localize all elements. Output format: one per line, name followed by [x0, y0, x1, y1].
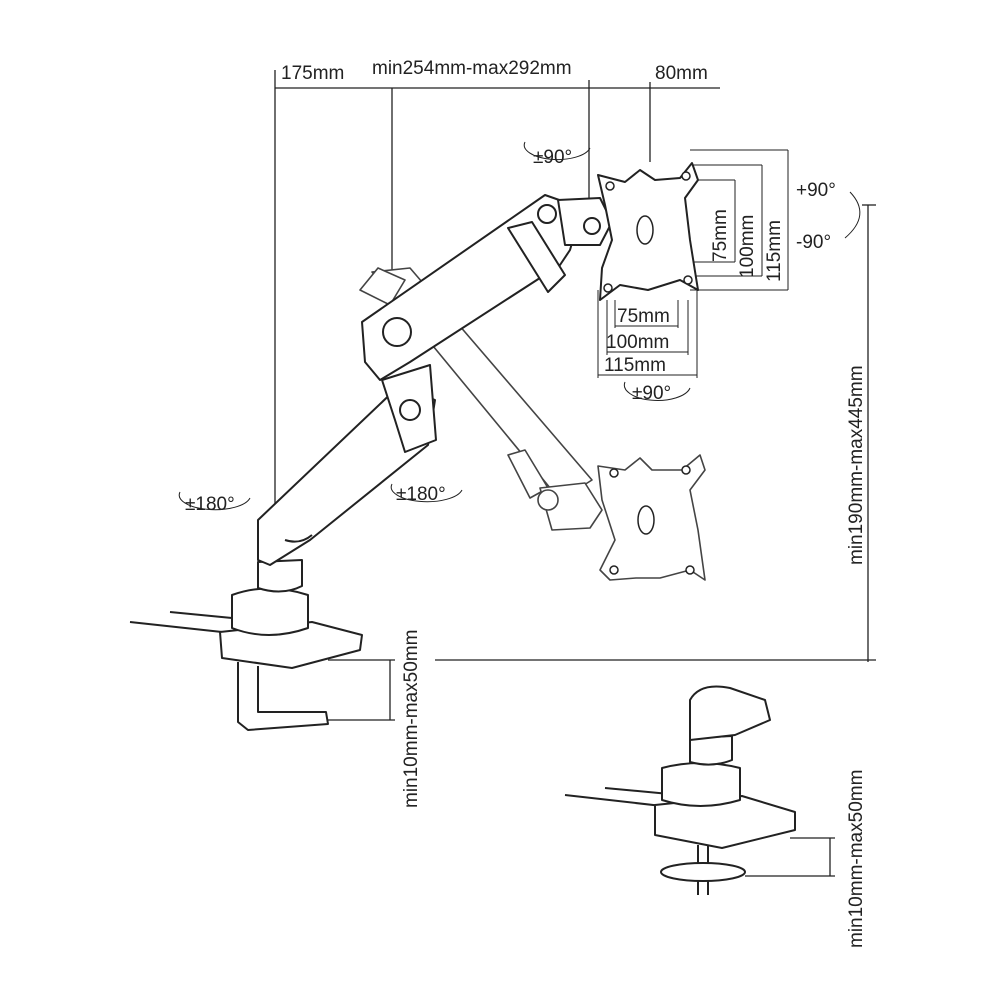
base-collar — [257, 559, 303, 593]
ghost-knob — [537, 489, 559, 511]
base-swivel-arrow — [178, 491, 251, 511]
height-range-label: min190mm-max445mm — [846, 365, 867, 565]
dim-top-mid: min254mm-max292mm — [372, 58, 572, 79]
clamp-desk-label: min10mm-max50mm — [401, 630, 422, 808]
vesa-plate-slot — [636, 215, 654, 245]
rot-tilt-down: -90° — [796, 232, 831, 253]
grommet-column — [661, 762, 741, 807]
dim-top-right: 80mm — [655, 63, 708, 84]
clamp-bracket — [237, 662, 329, 731]
ghost-hole-4 — [685, 565, 695, 575]
lower-arm-groove — [284, 534, 313, 543]
grommet-collar — [689, 735, 733, 766]
rot-swivel-top: ±90° — [533, 147, 572, 168]
desk-edge-lines — [129, 611, 233, 633]
arm-end-knob — [382, 317, 412, 347]
hand-holding — [689, 685, 771, 741]
labels: 175mm min254mm-max292mm 80mm ±90° +90° -… — [185, 58, 867, 948]
ghost-arm-end — [359, 267, 406, 306]
ghost-hole-1 — [609, 468, 619, 478]
ghost-plate-slot — [637, 505, 655, 535]
spring-cover — [507, 221, 566, 293]
grommet-inset — [564, 685, 796, 895]
arm-tip-knob — [537, 204, 557, 224]
vesa-h2-label: 100mm — [606, 332, 669, 353]
vesa-v3-label: 115mm — [764, 220, 785, 282]
main-arm — [129, 162, 699, 731]
vesa-hole-1 — [605, 181, 615, 191]
dim-top-left: 175mm — [281, 63, 344, 84]
vesa-hole-2 — [681, 171, 691, 181]
vesa-v2-label: 100mm — [737, 215, 758, 278]
rotation-arrows — [178, 141, 861, 511]
elbow-knob — [399, 399, 421, 421]
vesa-h1-label: 75mm — [617, 306, 670, 327]
vesa-hole-4 — [683, 275, 693, 285]
grommet-base-plate — [660, 862, 746, 882]
ghost-hole-3 — [609, 565, 619, 575]
vesa-hole-3 — [603, 283, 613, 293]
grommet-desk-label: min10mm-max50mm — [846, 770, 867, 948]
rot-plate: ±90° — [632, 383, 671, 404]
base-column — [231, 587, 309, 636]
ghost-hole-2 — [681, 465, 691, 475]
vesa-h3-label: 115mm — [604, 355, 666, 376]
rot-tilt-up: +90° — [796, 180, 836, 201]
rotate-plate-arrow — [623, 381, 691, 401]
dimension-lines — [274, 70, 876, 877]
swivel-top-arrow — [523, 141, 591, 161]
rot-elbow-swivel: ±180° — [396, 484, 446, 505]
vesa-v1-label: 75mm — [710, 209, 731, 262]
tilt-knob — [583, 217, 601, 235]
tilt-arrow — [844, 191, 861, 239]
grommet-top-plate — [654, 795, 796, 849]
elbow-swivel-arrow — [390, 483, 463, 503]
rot-base-swivel: ±180° — [185, 494, 235, 515]
